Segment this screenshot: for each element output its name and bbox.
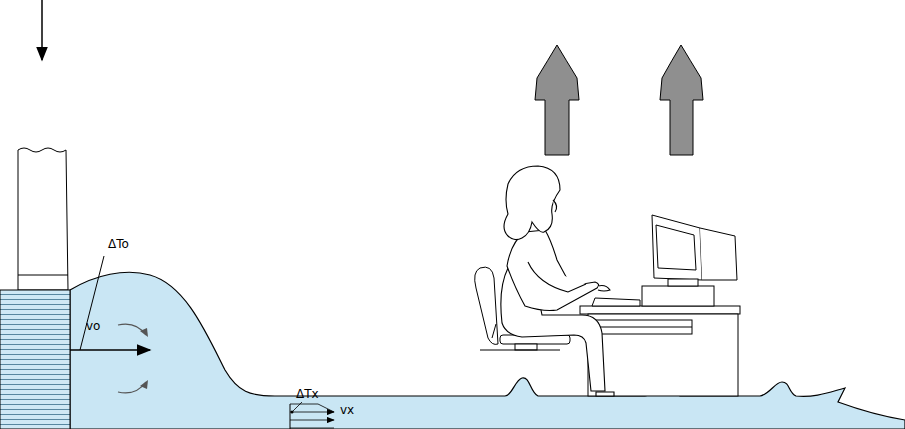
velocity-label: vx (340, 404, 354, 416)
temperature-label: ΔTx (296, 388, 319, 400)
temperature-label: ΔTo (108, 238, 129, 250)
velocity-label: vo (86, 320, 100, 332)
